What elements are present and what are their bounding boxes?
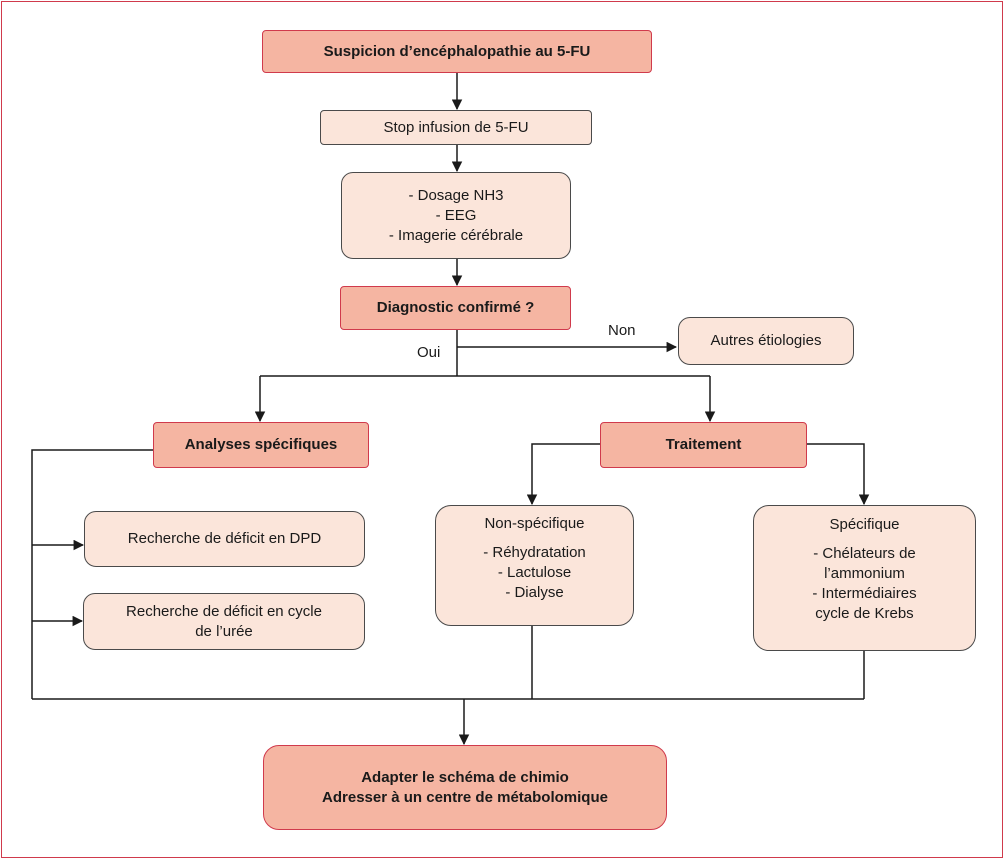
node-recherche-uree-line: Recherche de déficit en cycle [126,602,322,620]
node-autres-etiologies: Autres étiologies [678,317,854,365]
label-oui: Oui [417,344,441,361]
node-diagnostic: Diagnostic confirmé ? [340,286,571,330]
node-adapter-chimio: Adapter le schéma de chimio Adresser à u… [263,745,667,830]
node-traitement-text: Traitement [665,436,742,453]
node-specifique: Spécifique - Chélateurs de l’ammonium - … [753,505,976,651]
arrow-traitement-to-specifique [807,443,870,506]
exam-item: - Dosage NH3 [408,186,504,204]
node-adapter-chimio-line: Adapter le schéma de chimio [361,768,569,786]
node-autres-etiologies-text: Autres étiologies [710,332,822,349]
label-non: Non [608,322,636,339]
exam-item: - EEG [435,206,477,224]
specifique-item: - Intermédiaires [812,585,917,602]
node-recherche-uree-line: de l’urée [195,622,253,640]
non-specifique-item: - Réhydratation [483,544,586,561]
non-specifique-item: - Dialyse [505,584,564,601]
node-traitement: Traitement [600,422,807,468]
node-suspicion: Suspicion d’encéphalopathie au 5-FU [262,30,652,73]
node-analyses-specifiques: Analyses spécifiques [153,422,369,468]
specifique-item: cycle de Krebs [815,605,914,622]
line-analyses-left-bracket [31,449,153,699]
node-exams: - Dosage NH3 - EEG - Imagerie cérébrale [341,172,571,259]
node-recherche-dpd: Recherche de déficit en DPD [84,511,365,567]
node-suspicion-text: Suspicion d’encéphalopathie au 5-FU [323,42,591,60]
specifique-item: l’ammonium [824,565,905,582]
exam-item: - Imagerie cérébrale [388,226,524,244]
arrow-traitement-to-non-specifique [526,443,600,506]
node-diagnostic-text: Diagnostic confirmé ? [376,299,535,316]
node-recherche-uree: Recherche de déficit en cycle de l’urée [83,593,365,650]
non-specifique-item: - Lactulose [497,564,572,581]
node-non-specifique-title: Non-spécifique [484,515,585,532]
node-specifique-title: Spécifique [829,516,900,533]
node-analyses-specifiques-text: Analyses spécifiques [184,436,338,453]
specifique-item: - Chélateurs de [813,545,916,562]
node-non-specifique: Non-spécifique - Réhydratation - Lactulo… [435,505,634,626]
node-stop-infusion: Stop infusion de 5-FU [320,110,592,145]
node-stop-infusion-text: Stop infusion de 5-FU [383,118,529,136]
node-recherche-dpd-text: Recherche de déficit en DPD [127,530,322,547]
node-adapter-chimio-line: Adresser à un centre de métabolomique [322,788,608,806]
